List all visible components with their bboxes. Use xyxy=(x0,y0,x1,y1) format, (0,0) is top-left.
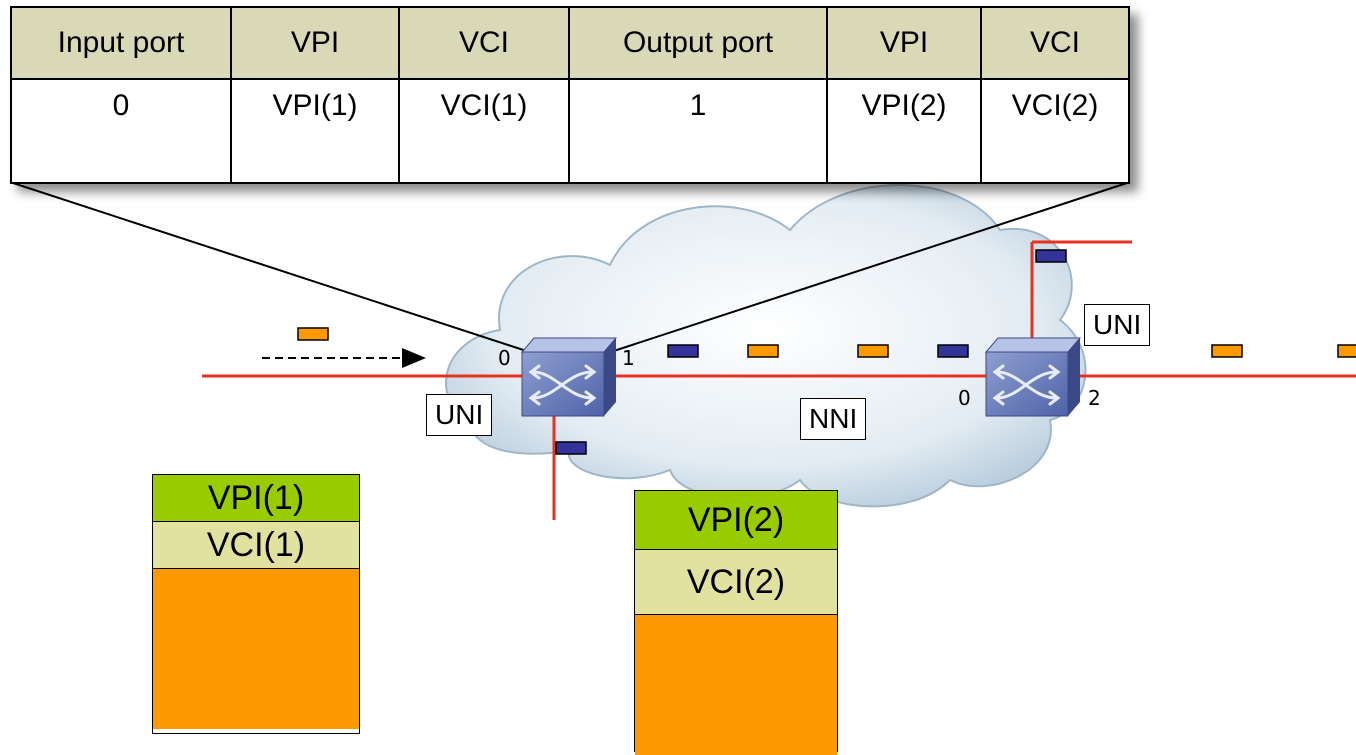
cell-orange xyxy=(1211,344,1243,358)
cell-output-port: 1 xyxy=(568,78,828,132)
cell-vci-out: VCI(2) xyxy=(980,78,1130,132)
table-row-blank xyxy=(10,132,1130,183)
cell-orange xyxy=(1337,344,1356,358)
cell-vpi-in: VPI(1) xyxy=(230,78,400,132)
header-vci-out: VCI xyxy=(980,6,1130,80)
atm-switch-2 xyxy=(984,337,1082,417)
cell-payload-right xyxy=(635,615,837,755)
cell-vci-right: VCI(2) xyxy=(635,550,837,615)
header-input-port: Input port xyxy=(10,6,232,80)
cell-vpi-right: VPI(2) xyxy=(635,491,837,550)
header-vci-in: VCI xyxy=(398,6,570,80)
links xyxy=(202,240,1356,520)
cell-blue xyxy=(1035,249,1067,263)
header-output-port: Output port xyxy=(568,6,828,80)
zoom-line-left xyxy=(9,181,561,363)
cell-payload-left xyxy=(153,569,359,729)
cell-vci-in: VCI(1) xyxy=(398,78,570,132)
cell-blue xyxy=(937,344,969,358)
cell-blue xyxy=(667,344,699,358)
cell-blue xyxy=(555,441,587,455)
atm-switch-1 xyxy=(520,337,618,417)
table-header-row: Input port VPI VCI Output port VPI VCI xyxy=(10,6,1130,80)
cells xyxy=(297,249,1356,455)
table-row: 0 VPI(1) VCI(1) 1 VPI(2) VCI(2) xyxy=(10,78,1130,132)
cell-vci-left: VCI(1) xyxy=(153,522,359,569)
switch2-port-in: 0 xyxy=(958,386,971,410)
cell-stack-right: VPI(2) VCI(2) xyxy=(634,490,838,755)
cell-vpi-out: VPI(2) xyxy=(826,78,982,132)
nni-label: NNI xyxy=(800,398,867,440)
header-vpi-in: VPI xyxy=(230,6,400,80)
cell-vpi-left: VPI(1) xyxy=(153,475,359,522)
zoom-line-right xyxy=(579,181,1131,363)
switch1-port-in: 0 xyxy=(498,346,511,370)
cell-input-port: 0 xyxy=(10,78,232,132)
uni-label-right: UNI xyxy=(1084,304,1151,346)
switch1-port-out: 1 xyxy=(622,346,635,370)
cell-stack-left: VPI(1) VCI(1) xyxy=(152,474,360,734)
cell-orange xyxy=(857,344,889,358)
header-vpi-out: VPI xyxy=(826,6,982,80)
switching-table: Input port VPI VCI Output port VPI VCI 0… xyxy=(10,6,1130,184)
cell-orange xyxy=(297,327,329,341)
uni-label-left: UNI xyxy=(426,394,493,436)
switch2-port-out: 2 xyxy=(1088,386,1101,410)
cell-orange xyxy=(747,344,779,358)
